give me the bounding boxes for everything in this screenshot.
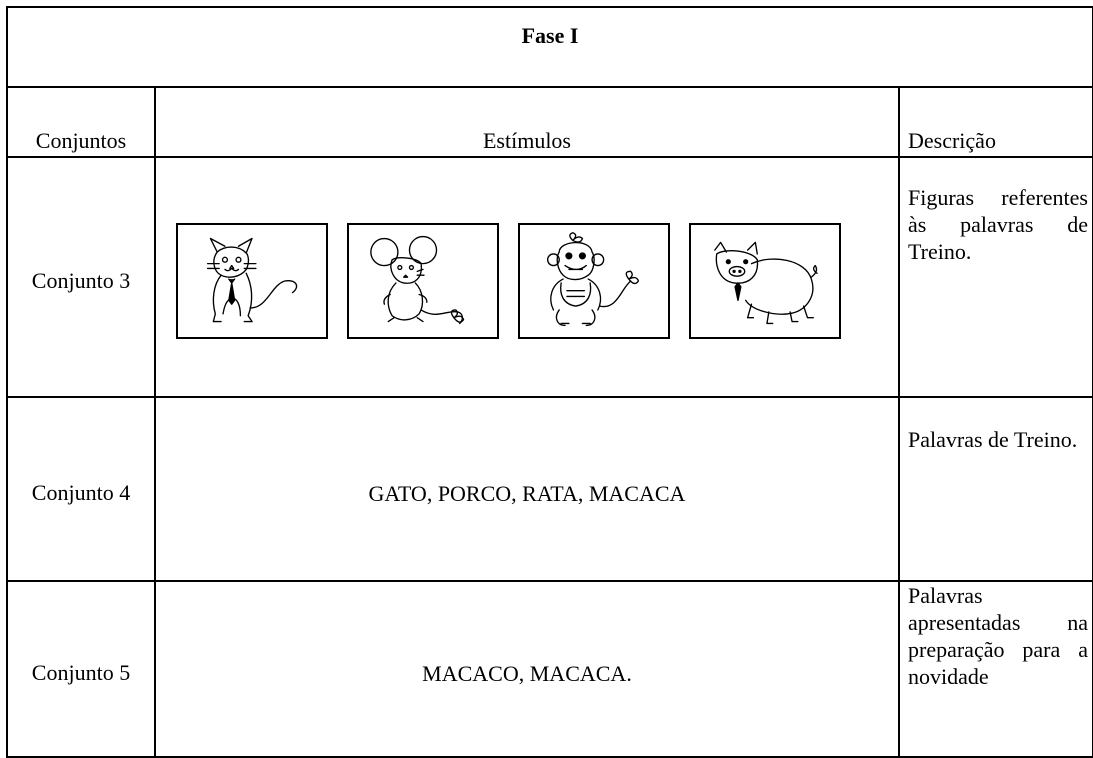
header-stimuli: Estímulos [154,86,900,158]
stimuli-text-cell: GATO, PORCO, RATA, MACACA [154,396,900,582]
header-row: Conjuntos Estímulos Descrição [6,86,1093,158]
title-cell: Fase I [6,6,1093,88]
description-cell: Palavras de Treino. [898,396,1093,582]
pig-picture [689,223,841,339]
monkey-picture [518,223,670,339]
header-sets: Conjuntos [6,86,156,158]
stimuli-text-cell: MACACO, MACACA. [154,580,900,758]
table-title: Fase I [521,23,579,48]
set-cell: Conjunto 4 [6,396,156,582]
set-label: Conjunto 5 [31,659,131,685]
stimuli-table: Fase I Conjuntos Estímulos Descrição Con… [6,6,1093,758]
description-cell: Figuras referentes às palavras de Treino… [898,156,1093,398]
table-row: Conjunto 4 GATO, PORCO, RATA, MACACA Pal… [6,396,1093,582]
description-text: Palavras apresentadas na preparação para… [908,583,1088,689]
set-cell: Conjunto 5 [6,580,156,758]
description-text: Figuras referentes às palavras de Treino… [908,185,1088,264]
description-text: Palavras de Treino. [908,427,1078,452]
cat-picture [176,223,328,339]
set-label: Conjunto 3 [31,267,131,293]
table-row: Conjunto 5 MACACO, MACACA. Palavras apre… [6,580,1093,758]
cat-with-tie-icon [206,237,298,323]
table-row: Conjunto 3 [6,156,1093,398]
pig-with-tie-icon [714,241,818,325]
mouse-with-bow-icon [370,235,465,325]
stimuli-images [156,158,898,370]
title-row: Fase I [6,6,1093,88]
monkey-with-bow-icon [546,232,640,327]
description-cell: Palavras apresentadas na preparação para… [898,580,1093,758]
header-description: Descrição [898,86,1093,158]
set-label: Conjunto 4 [31,479,131,505]
mouse-picture [347,223,499,339]
stimuli-images-cell [154,156,900,398]
set-cell: Conjunto 3 [6,156,156,398]
